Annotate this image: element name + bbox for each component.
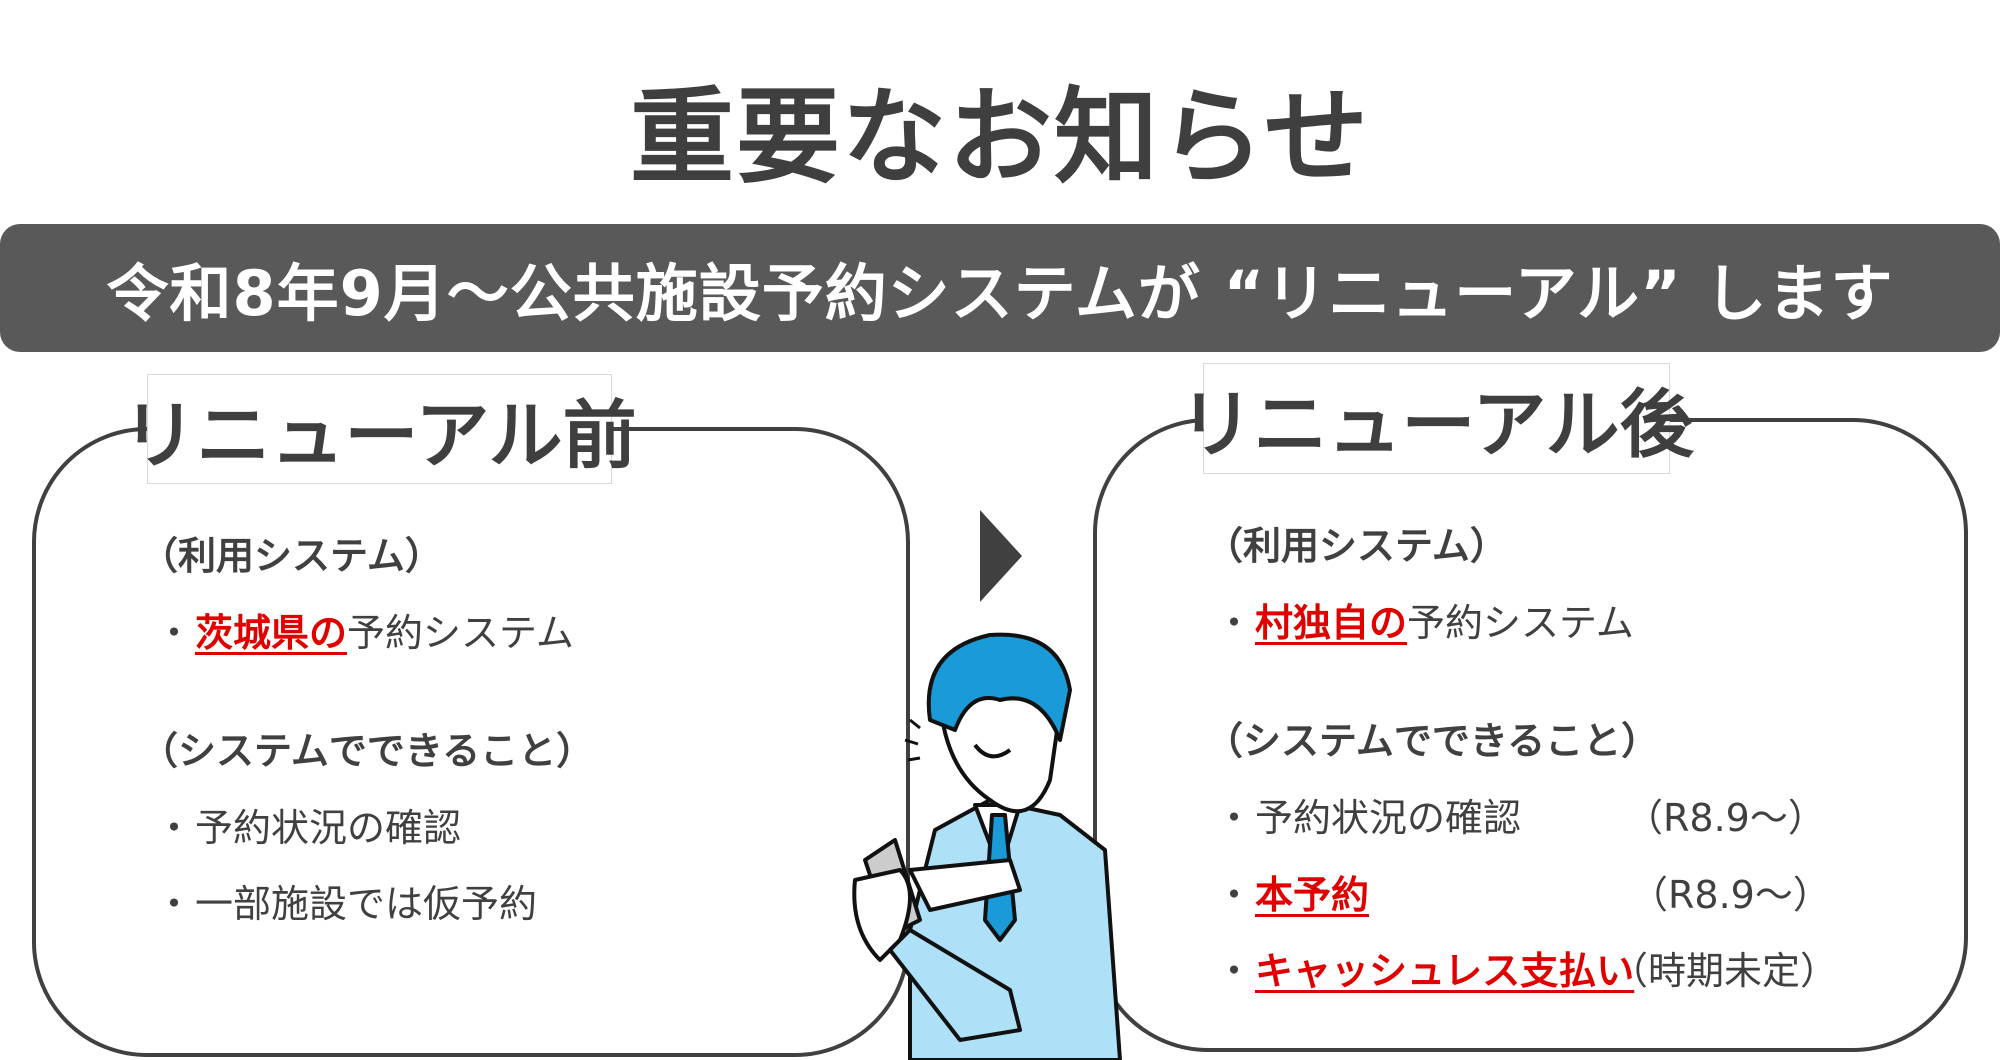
- bullet: ・: [155, 806, 194, 850]
- bullet: ・: [1215, 601, 1254, 645]
- highlight-text: 茨城県の: [195, 611, 348, 655]
- item-text: 予約状況の確認: [1255, 796, 1522, 840]
- before-label: リニューアル前: [122, 374, 637, 484]
- before-system-heading: （利用システム）: [140, 534, 443, 578]
- after-system-heading: （利用システム）: [1205, 524, 1508, 568]
- item-text: 一部施設では仮予約: [195, 882, 538, 926]
- after-feature-when: （時期未定）: [1610, 949, 1839, 993]
- before-features-heading: （システムでできること）: [140, 729, 595, 773]
- after-feature-item: ・本予約: [1215, 864, 1369, 919]
- before-system-item: ・茨城県の予約システム: [155, 602, 574, 657]
- businessman-smartphone-illustration: [852, 632, 1122, 1060]
- bullet: ・: [1215, 873, 1254, 917]
- bullet: ・: [155, 611, 194, 655]
- after-panel: [1093, 418, 1968, 1052]
- after-feature-item: ・キャッシュレス支払い: [1215, 940, 1634, 995]
- page-title: 重要なお知らせ: [630, 76, 1370, 198]
- highlight-text: キャッシュレス支払い: [1255, 949, 1635, 993]
- after-feature-when: （R8.9～）: [1630, 873, 1831, 917]
- before-feature-item: ・一部施設では仮予約: [155, 873, 537, 928]
- item-text: 予約システム: [347, 611, 574, 655]
- highlight-text: 村独自の: [1255, 601, 1408, 645]
- bullet: ・: [1215, 796, 1254, 840]
- after-system-item: ・村独自の予約システム: [1215, 592, 1634, 647]
- announcement-banner: 令和8年9月～公共施設予約システムが “リニューアル” します: [0, 224, 2000, 352]
- after-feature-item: ・予約状況の確認: [1215, 787, 1521, 842]
- item-text: 予約システム: [1407, 601, 1634, 645]
- after-label: リニューアル後: [1179, 363, 1694, 474]
- before-feature-item: ・予約状況の確認: [155, 797, 461, 852]
- bullet: ・: [155, 882, 194, 926]
- bullet: ・: [1215, 949, 1254, 993]
- before-panel: [32, 427, 910, 1057]
- highlight-text: 本予約: [1255, 873, 1370, 917]
- after-features-heading: （システムでできること）: [1205, 719, 1660, 763]
- after-feature-when: （R8.9～）: [1625, 796, 1826, 840]
- right-arrow-icon: [980, 510, 1022, 602]
- item-text: 予約状況の確認: [195, 806, 462, 850]
